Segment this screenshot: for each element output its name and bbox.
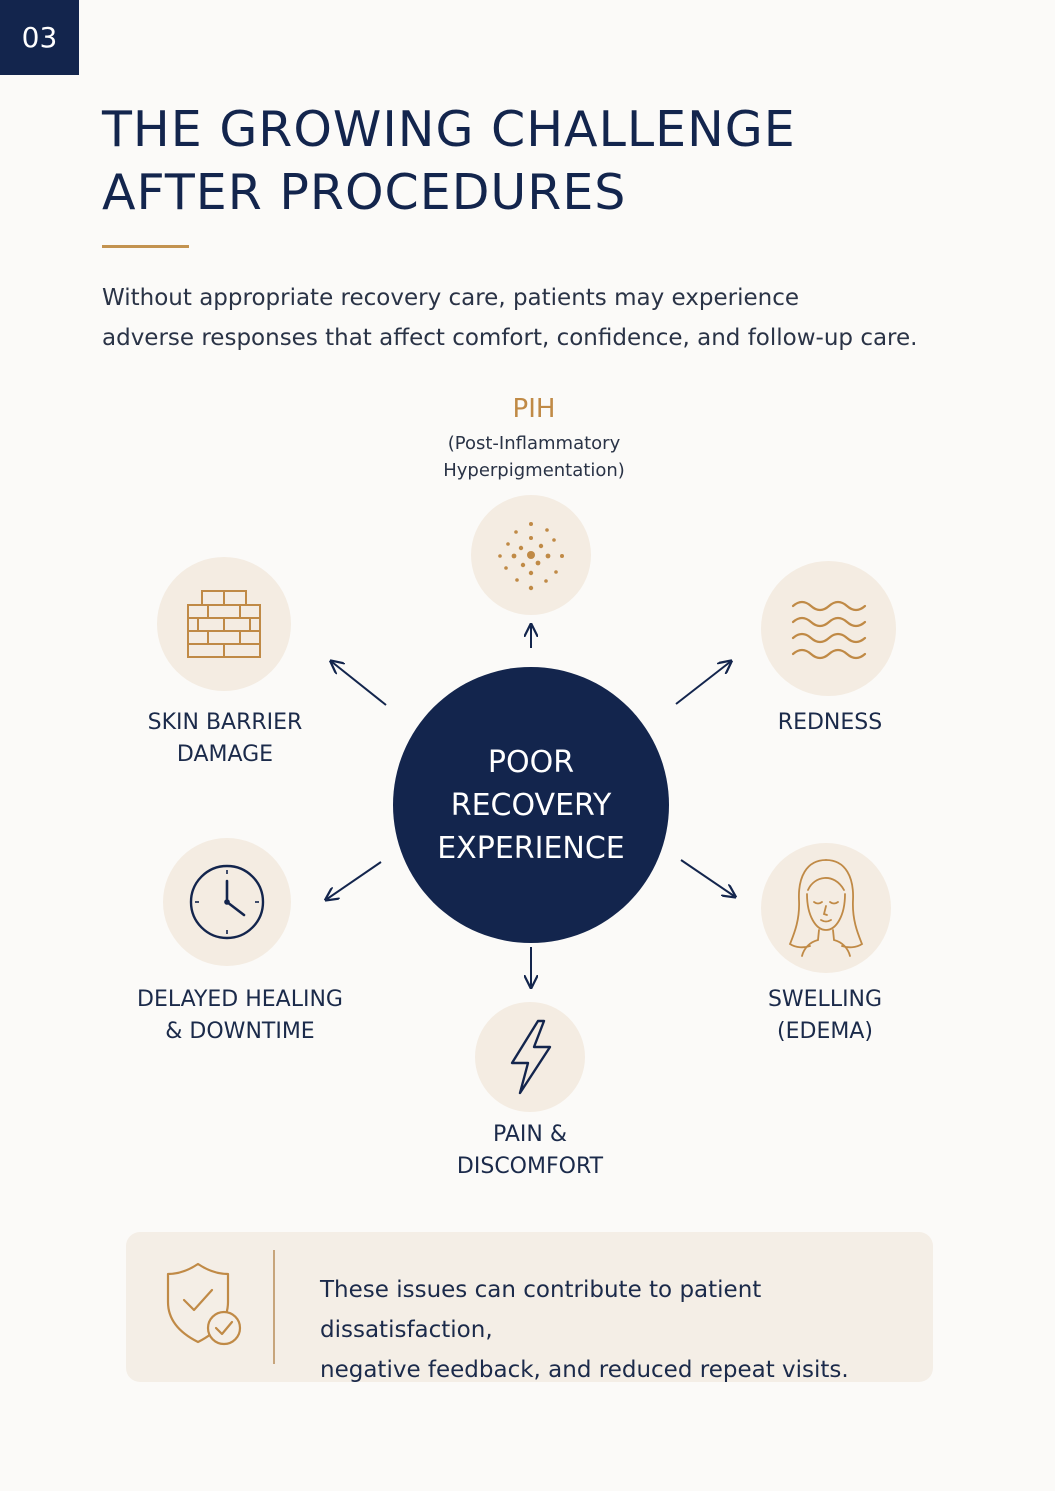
- arrow-up-right: [675, 662, 730, 705]
- brick-wall-icon: [187, 590, 261, 658]
- skin-barrier-line-2: DAMAGE: [176, 742, 274, 767]
- page-number-badge: 03: [0, 0, 79, 75]
- center-line-1: POOR: [487, 744, 575, 780]
- pain-bubble: [475, 1002, 585, 1112]
- swelling-bubble: [761, 843, 891, 973]
- arrow-down-right: [680, 859, 734, 896]
- callout-divider: [273, 1250, 275, 1364]
- swelling-label: SWELLING (EDEMA): [725, 984, 925, 1048]
- center-line-2: RECOVERY: [450, 787, 612, 823]
- shield-check-icon: [166, 1262, 242, 1346]
- page-title: THE GROWING CHALLENGE AFTER PROCEDURES: [102, 98, 796, 224]
- pigment-dots-icon: [498, 522, 564, 591]
- heat-waves-icon: [791, 600, 866, 659]
- arrow-up-left: [332, 662, 387, 706]
- callout-text: These issues can contribute to patient d…: [320, 1270, 920, 1390]
- title-line-1: THE GROWING CHALLENGE: [102, 101, 796, 158]
- clock-icon: [189, 864, 265, 940]
- pih-subtitle: (Post-Inflammatory Hyperpigmentation): [404, 430, 664, 484]
- delayed-healing-label: DELAYED HEALING & DOWNTIME: [120, 984, 360, 1048]
- arrow-down-left: [327, 861, 382, 899]
- delayed-healing-line-1: DELAYED HEALING: [137, 987, 343, 1012]
- pain-line-1: PAIN &: [492, 1122, 567, 1147]
- intro-paragraph: Without appropriate recovery care, patie…: [102, 278, 962, 358]
- summary-callout: These issues can contribute to patient d…: [126, 1232, 933, 1383]
- pih-subtitle-line-1: (Post-Inflammatory: [447, 433, 621, 454]
- delayed-healing-line-2: & DOWNTIME: [165, 1019, 315, 1044]
- redness-label: REDNESS: [730, 707, 930, 739]
- title-line-2: AFTER PROCEDURES: [102, 164, 627, 221]
- callout-line-1: These issues can contribute to patient d…: [320, 1277, 762, 1343]
- title-underline: [102, 245, 189, 248]
- pain-line-2: DISCOMFORT: [456, 1154, 604, 1179]
- delayed-healing-bubble: [163, 838, 291, 966]
- pain-label: PAIN & DISCOMFORT: [430, 1119, 630, 1183]
- center-line-3: EXPERIENCE: [437, 830, 625, 866]
- pih-subtitle-line-2: Hyperpigmentation): [443, 460, 625, 481]
- intro-line-1: Without appropriate recovery care, patie…: [102, 285, 799, 311]
- swelling-line-2: (EDEMA): [777, 1019, 873, 1044]
- face-icon: [788, 859, 864, 957]
- callout-line-2: negative feedback, and reduced repeat vi…: [320, 1357, 849, 1383]
- redness-bubble: [761, 561, 896, 696]
- skin-barrier-bubble: [157, 557, 291, 691]
- pih-title: PIH: [512, 394, 556, 424]
- swelling-line-1: SWELLING: [767, 987, 883, 1012]
- skin-barrier-label: SKIN BARRIER DAMAGE: [120, 707, 330, 771]
- intro-line-2: adverse responses that affect comfort, c…: [102, 325, 918, 351]
- redness-line-1: REDNESS: [777, 710, 883, 735]
- center-circle: POOR RECOVERY EXPERIENCE: [393, 667, 669, 943]
- lightning-bolt-icon: [510, 1019, 552, 1095]
- pih-bubble: [471, 495, 591, 615]
- skin-barrier-line-1: SKIN BARRIER: [147, 710, 303, 735]
